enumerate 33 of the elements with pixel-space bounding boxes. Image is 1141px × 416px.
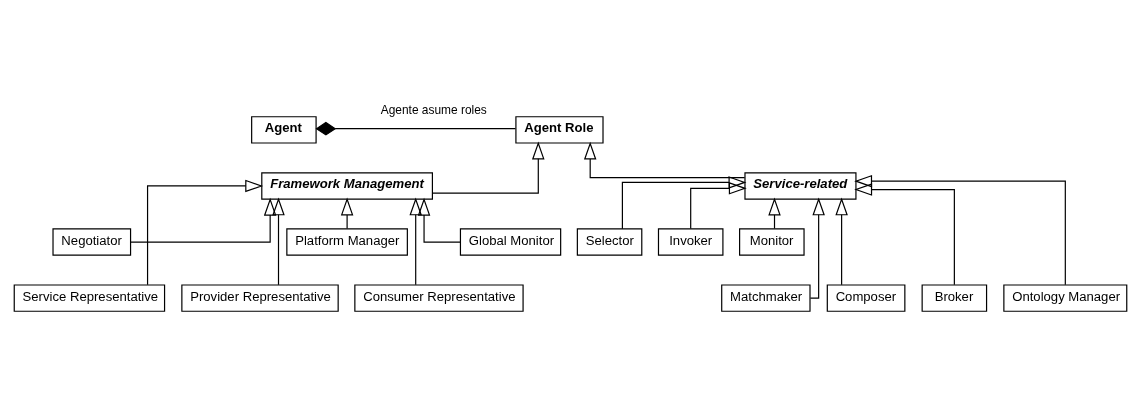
edge-label: Agente asume roles [380,103,487,118]
arrow [146,179,264,286]
node-box: Composer [826,284,906,312]
arrow [432,141,545,194]
node-box: Framework Management [261,172,433,200]
arrow [621,176,747,230]
arrow [583,141,746,179]
arrow [690,182,747,230]
node-box: Global Monitor [459,228,562,256]
connector [315,121,517,136]
arrow [417,197,461,243]
node-box: Agent Role [515,116,604,144]
arrow [854,174,1066,286]
node-box: Platform Manager [286,228,408,256]
node-box: Service Representative [13,284,166,312]
node-box: Broker [921,284,988,312]
arrow [409,197,422,286]
arrow [835,197,848,286]
node-box: Monitor [739,228,805,256]
node-box: Provider Representative [181,284,339,312]
arrow [854,183,955,286]
node-box: Consumer Representative [354,284,524,312]
arrow [809,197,825,299]
node-box: Selector [576,228,643,256]
node-box: Negotiator [52,228,132,256]
arrow [130,197,277,243]
arrow [340,197,354,230]
arrow [272,197,285,286]
node-box: Invoker [657,228,724,256]
node-box: Matchmaker [721,284,811,312]
node-box: Agent [251,116,317,144]
node-box: Service-related [744,172,857,200]
node-box: Ontology Manager [1003,284,1128,312]
